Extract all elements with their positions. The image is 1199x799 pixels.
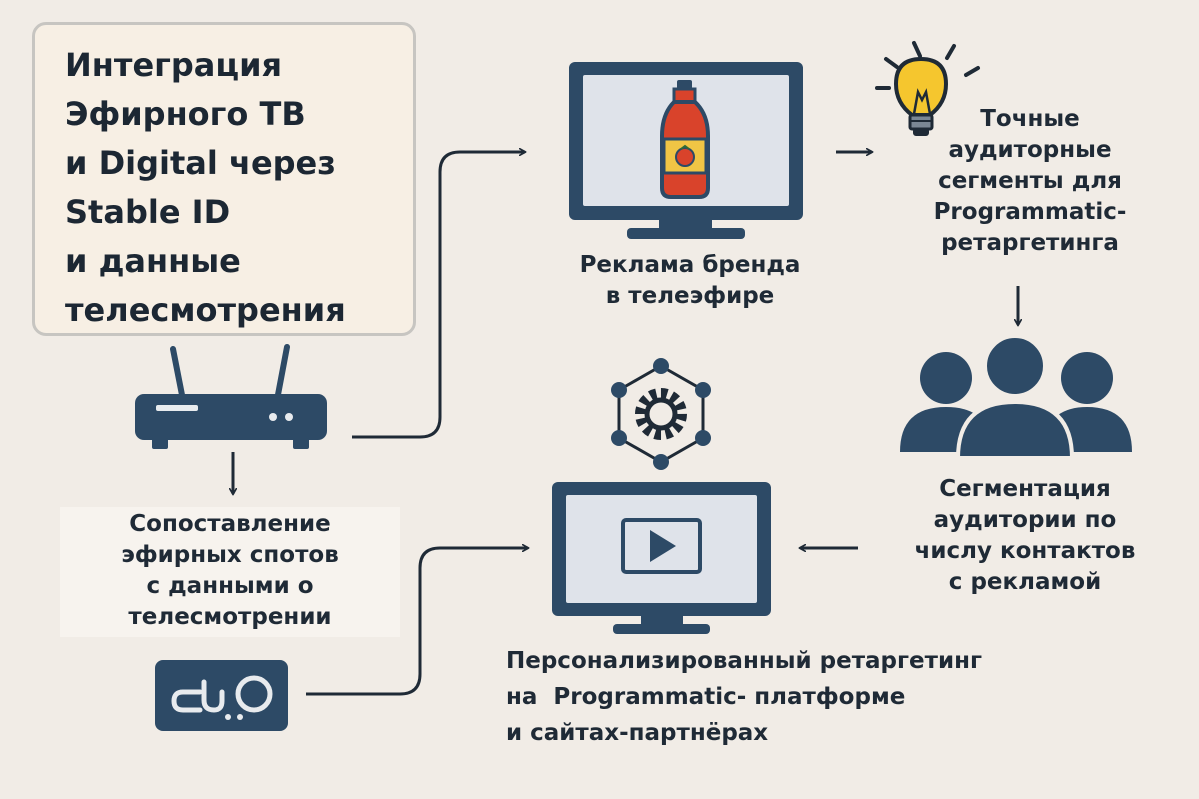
audience-caption: Сегментация аудитории по числу контактов… bbox=[860, 474, 1190, 598]
connector-router-to-tv bbox=[352, 152, 525, 439]
caption-line: Реклама бренда bbox=[579, 252, 801, 278]
caption-line: аудиторные bbox=[948, 137, 1112, 163]
caption-line: Сопоставление bbox=[129, 511, 331, 537]
caption-line: Точные bbox=[980, 106, 1080, 132]
lightbulb-icon bbox=[875, 41, 980, 136]
title-box: Интеграция Эфирного ТВ и Digital через S… bbox=[32, 22, 416, 336]
set-top-box-icon bbox=[135, 344, 327, 449]
gear-network-icon bbox=[611, 358, 711, 470]
title-line: Эфирного ТВ bbox=[65, 95, 306, 133]
title-line: и данные bbox=[65, 242, 241, 280]
matching-caption: Сопоставление эфирных спотов с данными о… bbox=[60, 507, 400, 637]
caption-line: с данными о bbox=[146, 573, 314, 599]
title-line: и Digital через bbox=[65, 144, 336, 182]
caption-line: эфирных спотов bbox=[121, 542, 339, 568]
caption-line: телесмотрении bbox=[128, 604, 332, 630]
caption-line: в телеэфире bbox=[605, 283, 775, 309]
tv-ad-caption: Реклама бренда в телеэфире bbox=[520, 250, 860, 312]
title-line: телесмотрения bbox=[65, 291, 346, 329]
caption-line: Персонализированный ретаргетинг bbox=[506, 648, 982, 674]
caption-line: сегменты для bbox=[938, 168, 1122, 194]
connector-device-to-monitor bbox=[306, 548, 528, 696]
caption-line: и сайтах-партнёрах bbox=[506, 720, 769, 746]
personalized-caption: Персонализированный ретаргетинг на Progr… bbox=[506, 643, 1106, 751]
segments-caption: Точные аудиторные сегменты для Programma… bbox=[880, 104, 1180, 259]
caption-line: Сегментация bbox=[939, 476, 1111, 502]
caption-line: с рекламой bbox=[948, 569, 1102, 595]
video-monitor-icon bbox=[552, 482, 771, 634]
title-line: Stable ID bbox=[65, 193, 231, 231]
caption-line: числу контактов bbox=[914, 538, 1136, 564]
title-line: Интеграция bbox=[65, 46, 283, 84]
caption-line: на Programmatic- платформе bbox=[506, 684, 906, 710]
audio-device-icon bbox=[155, 660, 288, 731]
tv-with-ketchup-bottle-icon bbox=[569, 62, 803, 239]
caption-line: ретаргетинга bbox=[941, 230, 1119, 256]
caption-line: аудитории по bbox=[933, 507, 1117, 533]
caption-line: Programmatic- bbox=[933, 199, 1127, 225]
people-group-icon bbox=[900, 334, 1132, 460]
